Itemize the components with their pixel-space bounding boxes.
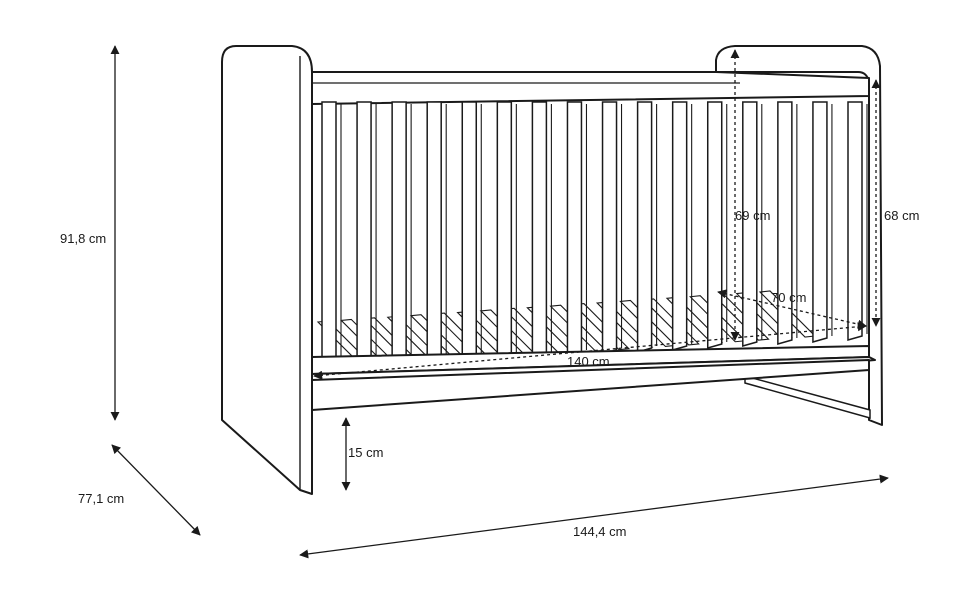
inner-width-label: 70 cm (771, 290, 806, 305)
length-label: 144,4 cm (573, 524, 626, 539)
rail-height-inner-label: 69 cm (735, 208, 770, 223)
vertical-slat (321, 101, 337, 371)
right-headboard (715, 45, 883, 426)
depth-dimension-line (111, 444, 201, 536)
vertical-slat (461, 101, 478, 363)
vertical-slat (356, 101, 372, 369)
height-label: 91,8 cm (60, 231, 106, 246)
vertical-slats (321, 101, 868, 371)
depth-label: 77,1 cm (78, 491, 124, 506)
rail-height-outer-label: 68 cm (884, 208, 919, 223)
vertical-slat (566, 101, 583, 357)
vertical-slat (426, 101, 442, 365)
vertical-slat (636, 101, 653, 353)
vertical-slat (671, 101, 688, 351)
length-dimension-line (299, 474, 889, 559)
inner-length-dimension-line (313, 322, 867, 380)
vertical-slat (812, 101, 828, 343)
vertical-slat (742, 101, 758, 347)
vertical-slat (496, 101, 513, 361)
inner-width-dimension-line (717, 289, 867, 329)
left-headboard (221, 45, 313, 495)
vertical-slat (601, 101, 618, 355)
vertical-slat (531, 101, 548, 359)
vertical-slat (847, 101, 863, 341)
floor-clearance-label: 15 cm (348, 445, 383, 460)
back-skid (744, 375, 871, 419)
inner-length-label: 140 cm (567, 354, 610, 369)
vertical-slat (706, 101, 723, 349)
vertical-slat (391, 101, 407, 367)
top-rail (311, 71, 870, 105)
